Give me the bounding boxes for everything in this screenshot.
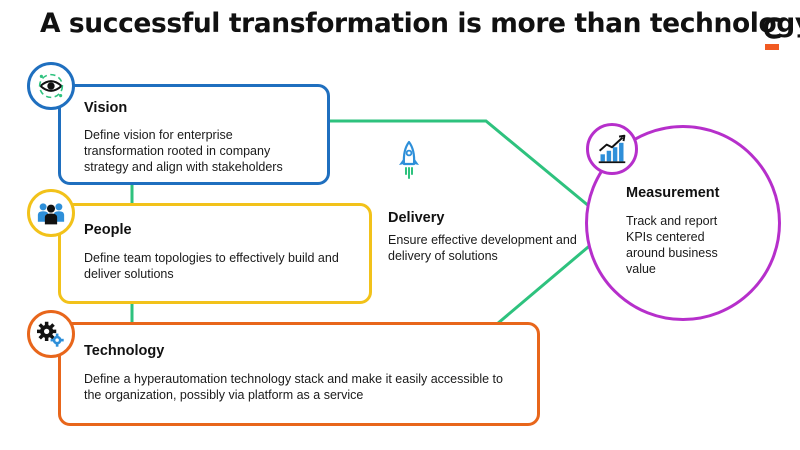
vision-box xyxy=(58,84,330,185)
people-title: People xyxy=(84,222,132,238)
gear-icon xyxy=(37,321,64,347)
bar-chart-icon xyxy=(598,134,626,164)
people-box xyxy=(58,203,372,304)
rocket-icon xyxy=(386,138,432,184)
people-icon-circle xyxy=(27,189,75,237)
technology-title: Technology xyxy=(84,343,165,359)
technology-icon-circle xyxy=(27,310,75,358)
technology-description: Define a hyperautomation technology stac… xyxy=(84,372,503,402)
technology-box xyxy=(58,322,540,426)
measurement-description: Track and report KPIs centered around bu… xyxy=(626,214,718,276)
logo-accent-bar xyxy=(765,44,779,50)
delivery-title: Delivery xyxy=(388,210,445,226)
measurement-icon-circle xyxy=(586,123,638,175)
people-icon xyxy=(37,203,65,225)
brand-logo xyxy=(763,17,782,50)
connector-delivery-arrow xyxy=(329,119,616,326)
rocket-icon-graphic xyxy=(387,139,431,183)
page-title: A successful transformation is more than… xyxy=(40,8,800,39)
vision-title: Vision xyxy=(84,100,128,116)
people-description: Define team topologies to effectively bu… xyxy=(84,251,339,281)
measurement-title: Measurement xyxy=(626,185,720,201)
eye-icon xyxy=(38,73,64,99)
delivery-description: Ensure effective development and deliver… xyxy=(388,233,577,263)
vision-description: Define vision for enterprise transformat… xyxy=(84,128,283,174)
vision-icon-circle xyxy=(27,62,75,110)
